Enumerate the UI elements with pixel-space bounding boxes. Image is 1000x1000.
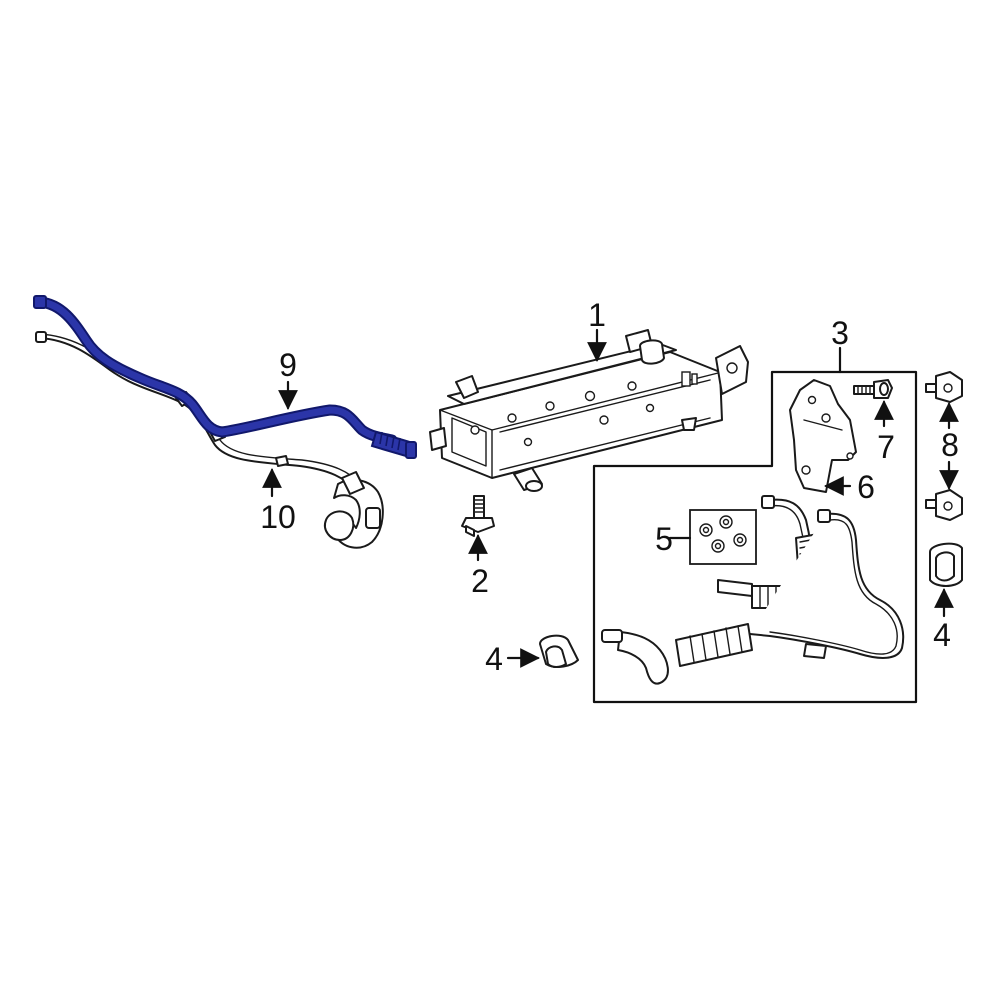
leader-lines bbox=[262, 328, 959, 668]
part-8-clip-lower[interactable] bbox=[925, 489, 963, 521]
callout-7: 7 bbox=[877, 429, 895, 465]
part-3-group-box bbox=[592, 370, 918, 704]
callout-10: 10 bbox=[260, 499, 296, 535]
part-8-clip-upper[interactable] bbox=[925, 371, 963, 403]
part-3-line-assembly[interactable] bbox=[601, 495, 905, 685]
part-9-cooler-line-highlighted[interactable] bbox=[33, 295, 417, 459]
callout-5: 5 bbox=[655, 521, 673, 557]
callout-2: 2 bbox=[471, 563, 489, 599]
callout-8: 8 bbox=[941, 427, 959, 463]
part-6-bracket[interactable] bbox=[789, 379, 857, 493]
part-2-bolt[interactable] bbox=[461, 495, 495, 537]
part-5-seal-kit[interactable] bbox=[689, 509, 757, 565]
callout-9: 9 bbox=[279, 347, 297, 383]
callout-1: 1 bbox=[588, 297, 606, 333]
part-4-clip-right[interactable] bbox=[929, 542, 963, 587]
callout-4-right: 4 bbox=[933, 617, 951, 653]
part-10-cooler-line[interactable] bbox=[35, 331, 384, 549]
callout-3: 3 bbox=[831, 315, 849, 351]
callout-6: 6 bbox=[857, 469, 875, 505]
callout-4-left: 4 bbox=[485, 641, 503, 677]
part-7-bolt[interactable] bbox=[853, 379, 893, 399]
part-4-clip-left[interactable] bbox=[539, 634, 579, 668]
